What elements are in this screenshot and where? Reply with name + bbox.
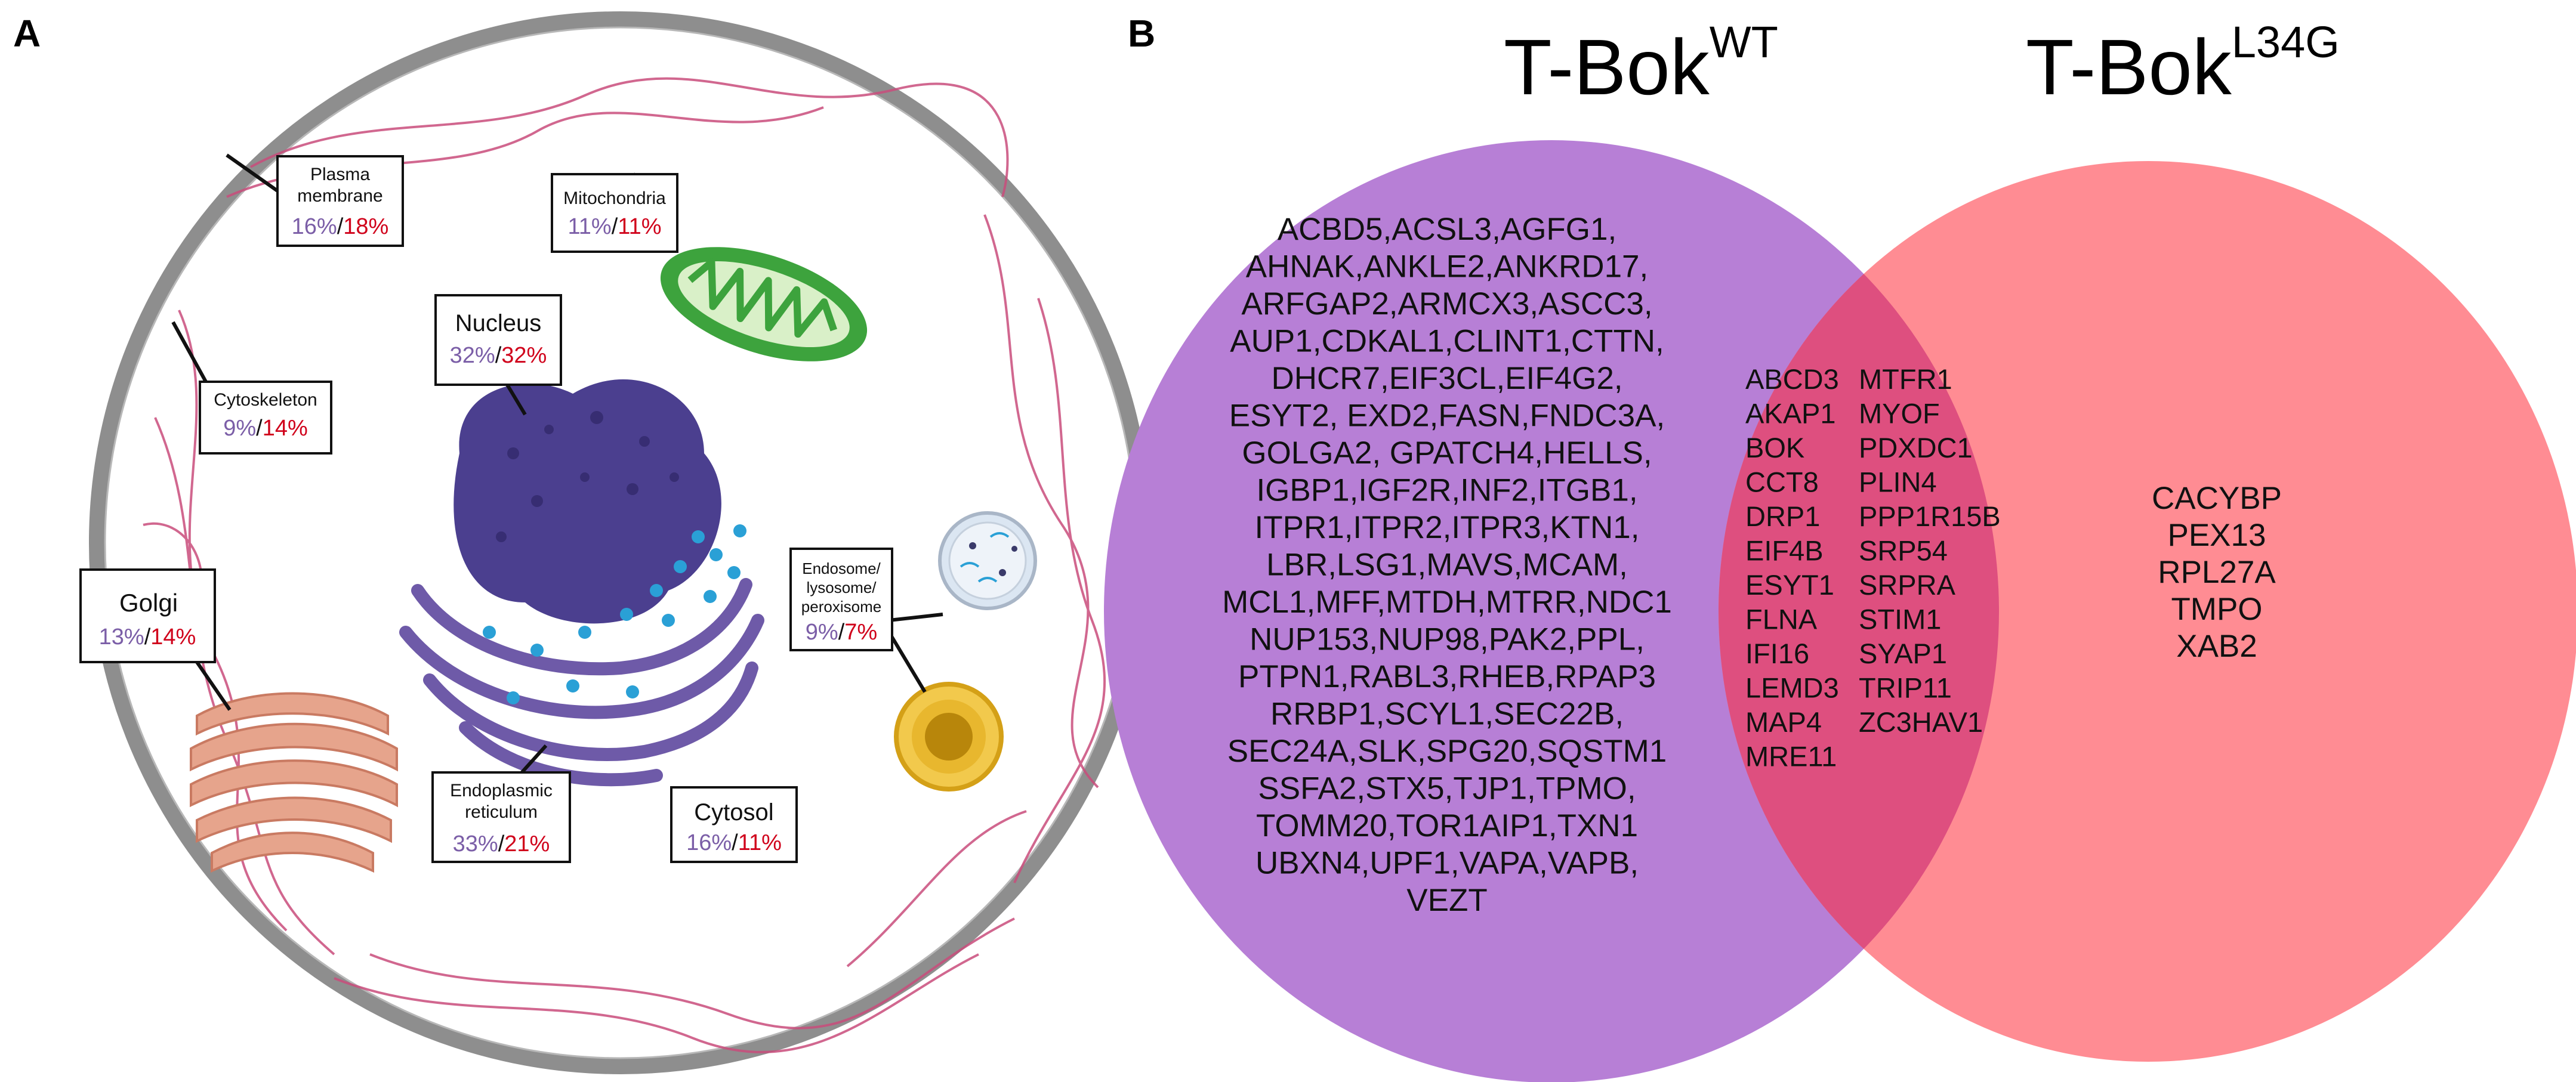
shared-gene: MTFR1 bbox=[1859, 363, 1952, 395]
shared-gene: ABCD3 bbox=[1745, 363, 1839, 395]
shared-gene: MAP4 bbox=[1745, 706, 1822, 738]
mut-gene: RPL27A bbox=[2158, 555, 2276, 590]
endosome-graphic bbox=[938, 511, 1037, 610]
shared-gene: EIF4B bbox=[1745, 535, 1824, 567]
wt-gene-line: UBXN4,UPF1,VAPA,VAPB, bbox=[1255, 846, 1639, 881]
shared-gene: SRPRA bbox=[1859, 569, 1956, 601]
label-cytosol: Cytosol 16%/11% bbox=[670, 786, 798, 863]
shared-gene: MRE11 bbox=[1745, 741, 1837, 772]
wt-gene-line: AUP1,CDKAL1,CLINT1,CTTN, bbox=[1230, 324, 1664, 359]
svg-text:Mitochondria: Mitochondria bbox=[563, 188, 666, 208]
svg-text:11%/11%: 11%/11% bbox=[567, 214, 661, 239]
venn-overlap bbox=[1719, 161, 1999, 1062]
wt-gene-line: DHCR7,EIF3CL,EIF4G2, bbox=[1271, 361, 1622, 396]
wt-gene-line: LBR,LSG1,MAVS,MCAM, bbox=[1266, 548, 1628, 583]
shared-gene: ZC3HAV1 bbox=[1859, 706, 1983, 738]
wt-gene-line: PTPN1,RABL3,RHEB,RPAP3 bbox=[1238, 659, 1656, 694]
wt-gene-line: SEC24A,SLK,SPG20,SQSTM1 bbox=[1227, 734, 1667, 769]
panel-a-letter: A bbox=[13, 12, 41, 55]
shared-gene: FLNA bbox=[1745, 604, 1818, 635]
shared-gene: IFI16 bbox=[1745, 638, 1809, 669]
svg-text:Plasma: Plasma bbox=[310, 165, 370, 184]
shared-gene: AKAP1 bbox=[1745, 398, 1836, 429]
shared-gene: TRIP11 bbox=[1859, 672, 1952, 704]
label-golgi: Golgi 13%/14% bbox=[79, 568, 216, 663]
shared-gene: PDXDC1 bbox=[1859, 432, 1973, 463]
svg-text:Golgi: Golgi bbox=[119, 589, 178, 617]
wt-gene-line: ACBD5,ACSL3,AGFG1, bbox=[1278, 212, 1616, 247]
shared-gene: SRP54 bbox=[1859, 535, 1948, 567]
shared-gene: MYOF bbox=[1859, 398, 1940, 429]
title-wt: T-BokWT bbox=[1504, 17, 1778, 111]
golgi-graphic bbox=[190, 692, 398, 873]
mitochondria-graphic bbox=[660, 247, 868, 361]
panel-b-letter: B bbox=[1128, 12, 1155, 55]
wt-gene-line: AHNAK,ANKLE2,ANKRD17, bbox=[1246, 249, 1649, 285]
svg-text:Nucleus: Nucleus bbox=[455, 310, 542, 336]
shared-gene: ESYT1 bbox=[1745, 569, 1834, 601]
svg-text:lysosome/: lysosome/ bbox=[806, 579, 877, 596]
shared-genes: ABCD3AKAP1BOKCCT8DRP1EIF4BESYT1FLNAIFI16… bbox=[1745, 363, 2001, 772]
svg-text:Cytosol: Cytosol bbox=[694, 799, 773, 826]
shared-gene: SYAP1 bbox=[1859, 638, 1947, 669]
shared-gene: CCT8 bbox=[1745, 466, 1819, 498]
label-cytoskeleton: Cytoskeleton 9%/14% bbox=[199, 381, 332, 455]
wt-gene-line: NUP153,NUP98,PAK2,PPL, bbox=[1250, 622, 1645, 657]
er-graphic bbox=[399, 578, 764, 787]
svg-text:9%/14%: 9%/14% bbox=[223, 416, 308, 441]
svg-text:33%/21%: 33%/21% bbox=[453, 831, 550, 857]
svg-text:Cytoskeleton: Cytoskeleton bbox=[214, 390, 317, 410]
shared-gene: PPP1R15B bbox=[1859, 500, 2001, 532]
title-mut: T-BokL34G bbox=[2026, 17, 2340, 111]
mut-gene: PEX13 bbox=[2167, 518, 2266, 553]
wt-gene-line: SSFA2,STX5,TJP1,TPMO, bbox=[1258, 771, 1636, 806]
nucleus-graphic bbox=[454, 379, 721, 624]
wt-gene-line: TOMM20,TOR1AIP1,TXN1 bbox=[1256, 808, 1638, 843]
label-endosome: Endosome/ lysosome/ peroxisome 9%/7% bbox=[789, 548, 893, 651]
label-nucleus: Nucleus 32%/32% bbox=[434, 294, 562, 386]
ribosome-dots bbox=[483, 524, 746, 704]
wt-gene-line: RRBP1,SCYL1,SEC22B, bbox=[1270, 697, 1624, 732]
wt-gene-line: ITPR1,ITPR2,ITPR3,KTN1, bbox=[1255, 510, 1640, 545]
svg-text:13%/14%: 13%/14% bbox=[99, 625, 196, 650]
svg-text:reticulum: reticulum bbox=[465, 802, 538, 822]
wt-gene-line: ESYT2, EXD2,FASN,FNDC3A, bbox=[1229, 398, 1665, 434]
label-mitochondria: Mitochondria 11%/11% bbox=[551, 173, 678, 253]
svg-text:Endosome/: Endosome/ bbox=[802, 559, 881, 577]
venn-diagram bbox=[1104, 140, 2576, 1082]
wt-only-genes: ACBD5,ACSL3,AGFG1,AHNAK,ANKLE2,ANKRD17,A… bbox=[1222, 212, 1672, 918]
svg-text:16%/18%: 16%/18% bbox=[292, 214, 389, 239]
svg-text:Endoplasmic: Endoplasmic bbox=[450, 781, 553, 800]
svg-text:32%/32%: 32%/32% bbox=[450, 343, 547, 368]
shared-gene: DRP1 bbox=[1745, 500, 1820, 532]
shared-gene: STIM1 bbox=[1859, 604, 1941, 635]
svg-text:peroxisome: peroxisome bbox=[801, 598, 881, 616]
wt-gene-line: MCL1,MFF,MTDH,MTRR,NDC1 bbox=[1222, 585, 1672, 620]
mut-gene: XAB2 bbox=[2176, 629, 2257, 664]
label-er: Endoplasmic reticulum 33%/21% bbox=[431, 771, 571, 863]
shared-gene: PLIN4 bbox=[1859, 466, 1937, 498]
wt-gene-line: IGBP1,IGF2R,INF2,ITGB1, bbox=[1256, 473, 1637, 508]
peroxisome-graphic bbox=[894, 682, 1004, 792]
mut-gene: CACYBP bbox=[2152, 481, 2282, 516]
wt-gene-line: GOLGA2, GPATCH4,HELLS, bbox=[1242, 435, 1652, 471]
shared-gene: LEMD3 bbox=[1745, 672, 1839, 704]
shared-gene: BOK bbox=[1745, 432, 1804, 463]
label-plasma-membrane: Plasma membrane 16%/18% bbox=[276, 155, 404, 247]
wt-gene-line: ARFGAP2,ARMCX3,ASCC3, bbox=[1241, 286, 1652, 321]
wt-gene-line: VEZT bbox=[1406, 883, 1487, 918]
mut-gene: TMPO bbox=[2171, 592, 2262, 627]
svg-text:16%/11%: 16%/11% bbox=[686, 830, 782, 855]
svg-text:membrane: membrane bbox=[297, 186, 382, 206]
cell-diagram: Plasma membrane 16%/18% Mitochondria 11%… bbox=[79, 11, 1152, 1074]
svg-text:9%/7%: 9%/7% bbox=[806, 620, 877, 645]
